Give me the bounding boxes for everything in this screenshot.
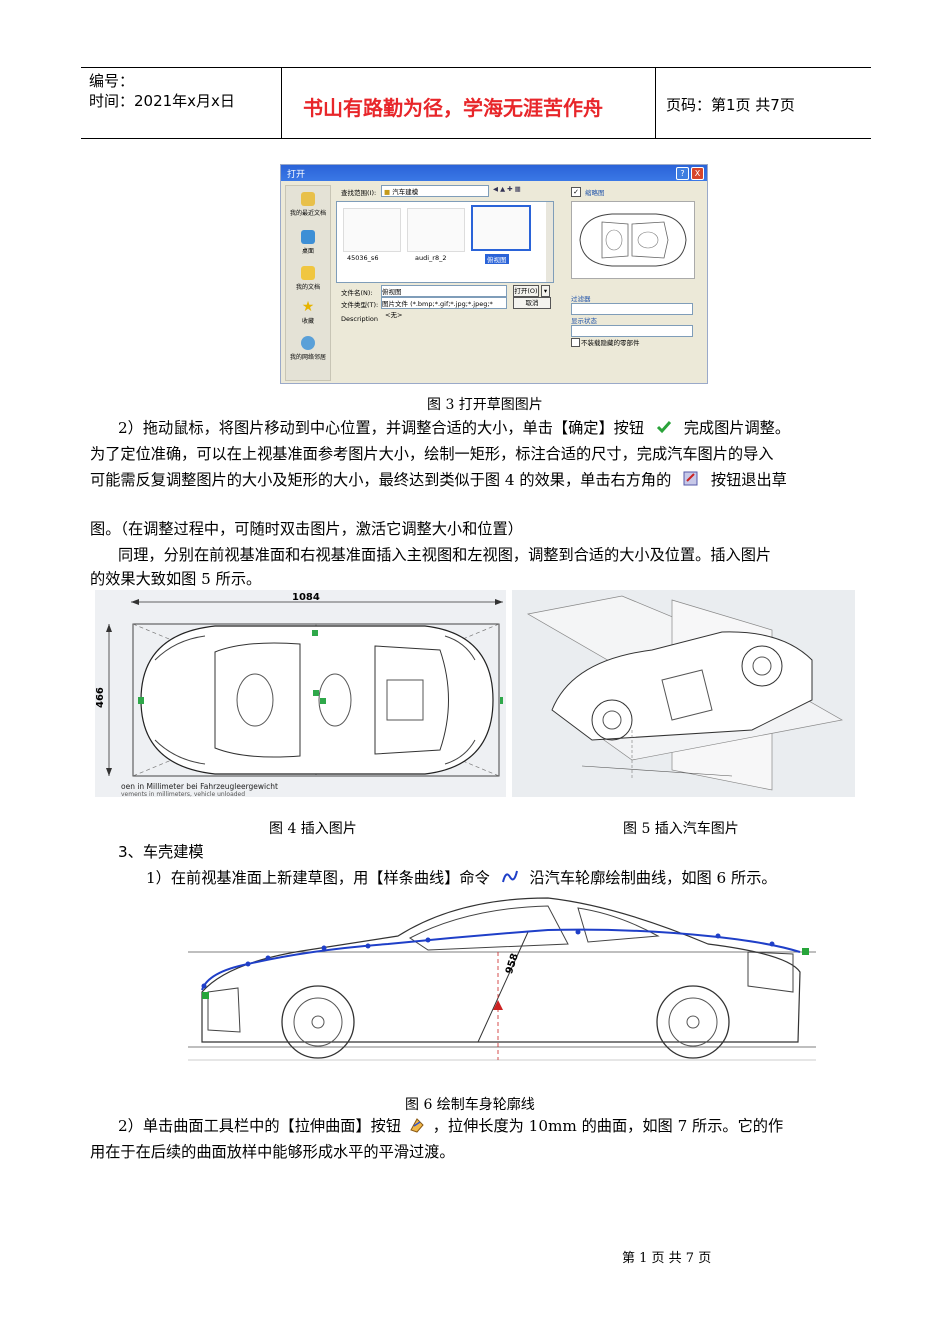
file-thumb-2[interactable] xyxy=(407,208,465,252)
place-recent[interactable]: 我的最近文档 xyxy=(288,192,328,217)
hide-components-checkbox[interactable] xyxy=(571,338,580,347)
recent-docs-icon xyxy=(301,192,315,206)
motto-text: 书山有路勤为径，学海无涯苦作舟 xyxy=(303,96,603,120)
figure-4-note-1: oen in Millimeter bei Fahrzeugleergewich… xyxy=(121,782,278,791)
section-3-heading: 3、车壳建模 xyxy=(118,843,204,861)
preview-car-image xyxy=(579,213,687,267)
close-icon[interactable]: X xyxy=(691,167,704,180)
place-favorites[interactable]: ★ 收藏 xyxy=(301,299,315,325)
paragraph-1-line-4: 图。（在调整过程中，可随时双击图片，激活它调整大小和位置） xyxy=(90,520,523,538)
open-file-dialog: 打开 ? X 我的最近文档 桌面 我的文档 ★ 收藏 我的网络邻居 查找范围(I… xyxy=(280,164,708,384)
filetype-select[interactable]: 图片文件 (*.bmp;*.gif;*.jpg;*.jpeg;* xyxy=(381,297,507,309)
top-view-sketch xyxy=(95,599,506,797)
header-left-cell: 编号： 时间：2021年x月x日 xyxy=(81,68,282,138)
file-thumb-1[interactable] xyxy=(343,208,401,252)
time-label: 时间：2021年x月x日 xyxy=(89,92,235,110)
desktop-icon xyxy=(301,230,315,244)
confirm-check-icon xyxy=(656,421,671,434)
paragraph-4-line-1: 2）单击曲面工具栏中的【拉伸曲面】按钮 ，拉伸长度为 10mm 的曲面，如图 7… xyxy=(118,1117,784,1135)
nav-toolbar[interactable]: ◀ ▲ ✚ ▦ xyxy=(493,185,521,193)
page-header: 编号： 时间：2021年x月x日 书山有路勤为径，学海无涯苦作舟 页码：第1页 … xyxy=(81,67,871,139)
header-center-cell: 书山有路勤为径，学海无涯苦作舟 xyxy=(281,68,656,138)
filename-input[interactable]: 俯视图 xyxy=(381,285,507,297)
file-name-3: 俯视图 xyxy=(485,254,509,264)
paragraph-1-line-1: 2）拖动鼠标，将图片移动到中心位置，并调整合适的大小，单击【确定】按钮 完成图片… xyxy=(118,419,791,437)
paragraph-4-line-2: 用在于在后续的曲面放样中能够形成水平的平滑过渡。 xyxy=(90,1143,455,1161)
figure-4-note-2: vements in millimeters, vehicle unloaded xyxy=(121,791,246,797)
number-label: 编号： xyxy=(89,72,135,90)
figure-4-caption: 图 4 插入图片 xyxy=(269,821,357,837)
paragraph-1-line-2: 为了定位准确，可以在上视基准面参考图片大小，绘制一矩形，标注合适的尺寸，完成汽车… xyxy=(90,445,774,463)
folder-icon: ■ xyxy=(384,188,391,196)
file-name-2: audi_r8_2 xyxy=(415,254,447,262)
thumbnail-label: 缩略图 xyxy=(585,189,605,197)
page-number-label: 页码：第1页 共7页 xyxy=(666,96,795,114)
filter-select[interactable] xyxy=(571,303,693,315)
filename-label: 文件名(N): xyxy=(341,289,373,297)
help-icon[interactable]: ? xyxy=(676,167,689,180)
filter-label: 过滤器 xyxy=(571,295,591,303)
page-footer: 第 1 页 共 7 页 xyxy=(622,1251,712,1266)
file-list[interactable]: 45036_s6 audi_r8_2 俯视图 xyxy=(336,201,554,283)
dialog-titlebar: 打开 ? X xyxy=(281,165,707,181)
file-thumb-3[interactable] xyxy=(471,205,531,251)
place-network[interactable]: 我的网络邻居 xyxy=(288,336,328,361)
my-documents-icon xyxy=(301,266,315,280)
header-right-cell: 页码：第1页 共7页 xyxy=(656,68,871,138)
places-bar: 我的最近文档 桌面 我的文档 ★ 收藏 我的网络邻居 xyxy=(285,185,331,381)
figure-5-image xyxy=(512,590,855,797)
cancel-button[interactable]: 取消 xyxy=(513,297,551,309)
display-state-select[interactable] xyxy=(571,325,693,337)
paragraph-2-line-1: 同理，分别在前视基准面和右视基准面插入主视图和左视图，调整到合适的大小及位置。插… xyxy=(118,546,772,564)
star-icon: ★ xyxy=(301,299,315,315)
extrude-surface-icon xyxy=(410,1118,424,1133)
open-button[interactable]: 打开(O) xyxy=(513,285,539,297)
place-my-docs[interactable]: 我的文档 xyxy=(288,266,328,291)
paragraph-2-line-2: 的效果大致如图 5 所示。 xyxy=(90,570,262,588)
exit-sketch-icon xyxy=(683,471,698,486)
side-view-spline-sketch xyxy=(188,897,816,1061)
paragraph-1-line-3: 可能需反复调整图片的大小及矩形的大小，最终达到类似于图 4 的效果，单击右方角的… xyxy=(90,471,787,489)
height-dimension: 466 xyxy=(95,687,106,708)
thumbnail-checkbox[interactable]: ✓ xyxy=(571,187,581,197)
look-in-label: 查找范围(I): xyxy=(341,189,377,197)
preview-pane xyxy=(571,201,695,279)
planes-car-sketch xyxy=(527,595,843,791)
file-list-scrollbar[interactable] xyxy=(546,202,553,282)
figure-6-image: 958 xyxy=(188,892,816,1072)
figure-6-caption: 图 6 绘制车身轮廓线 xyxy=(405,1097,535,1113)
figure-4-image: 1084 466 oen in Millimeter bei Fahrzeugl… xyxy=(95,590,506,797)
figure-5-caption: 图 5 插入汽车图片 xyxy=(623,821,739,837)
description-value: <无> xyxy=(385,311,403,319)
description-label: Description xyxy=(341,315,379,323)
spline-icon xyxy=(501,870,518,883)
paragraph-3: 1）在前视基准面上新建草图，用【样条曲线】命令 沿汽车轮廓绘制曲线，如图 6 所… xyxy=(146,869,777,887)
filetype-label: 文件类型(T): xyxy=(341,301,379,309)
hide-components-label: 不装载隐藏的零部件 xyxy=(581,339,640,347)
network-icon xyxy=(301,336,315,350)
file-name-1: 45036_s6 xyxy=(347,254,379,262)
place-desktop[interactable]: 桌面 xyxy=(288,230,328,255)
open-dropdown-button[interactable]: ▾ xyxy=(541,285,550,297)
look-in-select[interactable]: ■ 汽车建模 xyxy=(381,185,489,197)
figure-3-caption: 图 3 打开草图图片 xyxy=(427,397,543,413)
display-state-label: 显示状态 xyxy=(571,317,597,325)
width-dimension: 1084 xyxy=(292,592,320,603)
dialog-title: 打开 xyxy=(287,170,306,180)
